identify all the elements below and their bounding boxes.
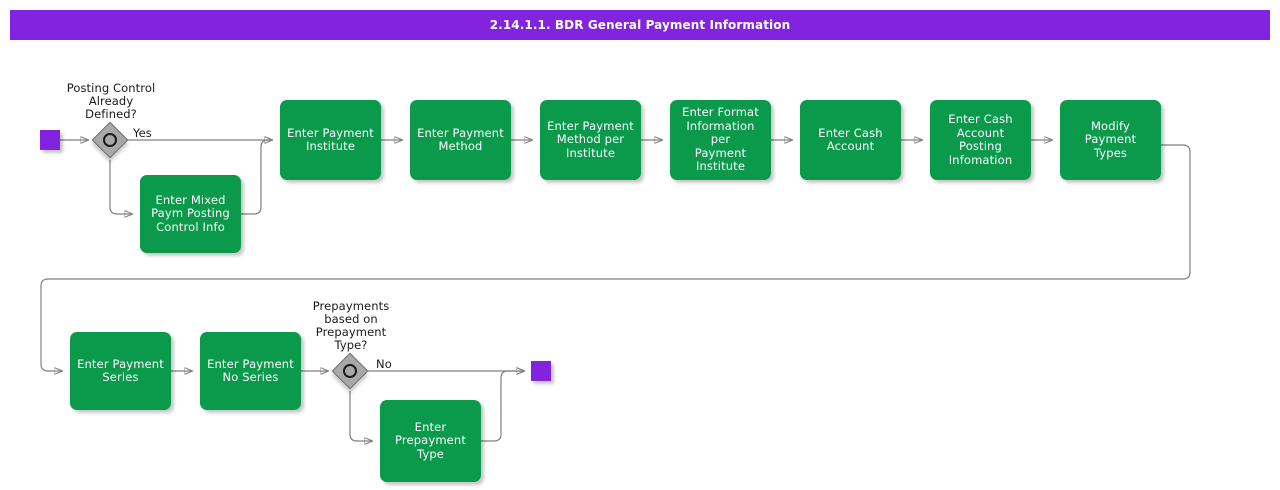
task-label: Enter Payment Series xyxy=(77,356,164,384)
gateway-prepayments-label: Prepayments based on Prepayment Type? xyxy=(312,299,390,352)
page-title: 2.14.1.1. BDR General Payment Informatio… xyxy=(489,18,791,32)
task-label: Enter Format Information per Payment Ins… xyxy=(682,105,759,174)
diagram-title-bar: 2.14.1.1. BDR General Payment Informatio… xyxy=(10,10,1270,40)
task-enter-format-information-per-payment-institute[interactable]: Enter Format Information per Payment Ins… xyxy=(670,100,771,180)
task-enter-cash-account[interactable]: Enter Cash Account xyxy=(800,100,901,180)
task-label: Enter Cash Account Posting Infomation xyxy=(948,112,1013,167)
gateway-posting-control[interactable] xyxy=(91,121,129,159)
task-label: Enter Payment Method per Institute xyxy=(547,118,634,160)
gateway-ring-icon xyxy=(103,133,117,147)
edge-mixed-rejoin xyxy=(241,140,272,215)
task-enter-payment-method-per-institute[interactable]: Enter Payment Method per Institute xyxy=(540,100,641,180)
task-enter-payment-no-series[interactable]: Enter Payment No Series xyxy=(200,332,301,410)
task-label: Enter Prepayment Type xyxy=(394,419,466,461)
task-label: Enter Cash Account xyxy=(818,125,883,153)
task-label: Enter Payment Institute xyxy=(287,125,374,153)
edge-gw2-yes xyxy=(349,391,372,441)
task-modify-payment-types[interactable]: Modify Payment Types xyxy=(1060,100,1161,180)
task-enter-payment-institute[interactable]: Enter Payment Institute xyxy=(280,100,381,180)
task-enter-mixed-paym-posting-control-info[interactable]: Enter Mixed Paym Posting Control Info xyxy=(140,175,241,253)
task-enter-payment-method[interactable]: Enter Payment Method xyxy=(410,100,511,180)
edge-gw1-no xyxy=(109,160,132,214)
edge-prepayment-rejoin xyxy=(480,371,524,442)
task-label: Enter Payment No Series xyxy=(207,356,294,384)
gateway-prepayments[interactable] xyxy=(331,352,369,390)
edge-label-yes: Yes xyxy=(133,126,152,140)
gateway-posting-control-label: Posting Control Already Defined? xyxy=(66,81,156,121)
task-enter-payment-series[interactable]: Enter Payment Series xyxy=(70,332,171,410)
start-terminator[interactable] xyxy=(40,130,60,150)
gateway-ring-icon xyxy=(343,364,357,378)
task-label: Enter Payment Method xyxy=(417,125,504,153)
edge-label-no: No xyxy=(376,357,392,371)
end-terminator[interactable] xyxy=(531,361,551,381)
task-enter-cash-account-posting-infomation[interactable]: Enter Cash Account Posting Infomation xyxy=(930,100,1031,180)
task-label: Modify Payment Types xyxy=(1084,118,1137,160)
task-label: Enter Mixed Paym Posting Control Info xyxy=(151,192,230,234)
task-enter-prepayment-type[interactable]: Enter Prepayment Type xyxy=(380,400,481,482)
